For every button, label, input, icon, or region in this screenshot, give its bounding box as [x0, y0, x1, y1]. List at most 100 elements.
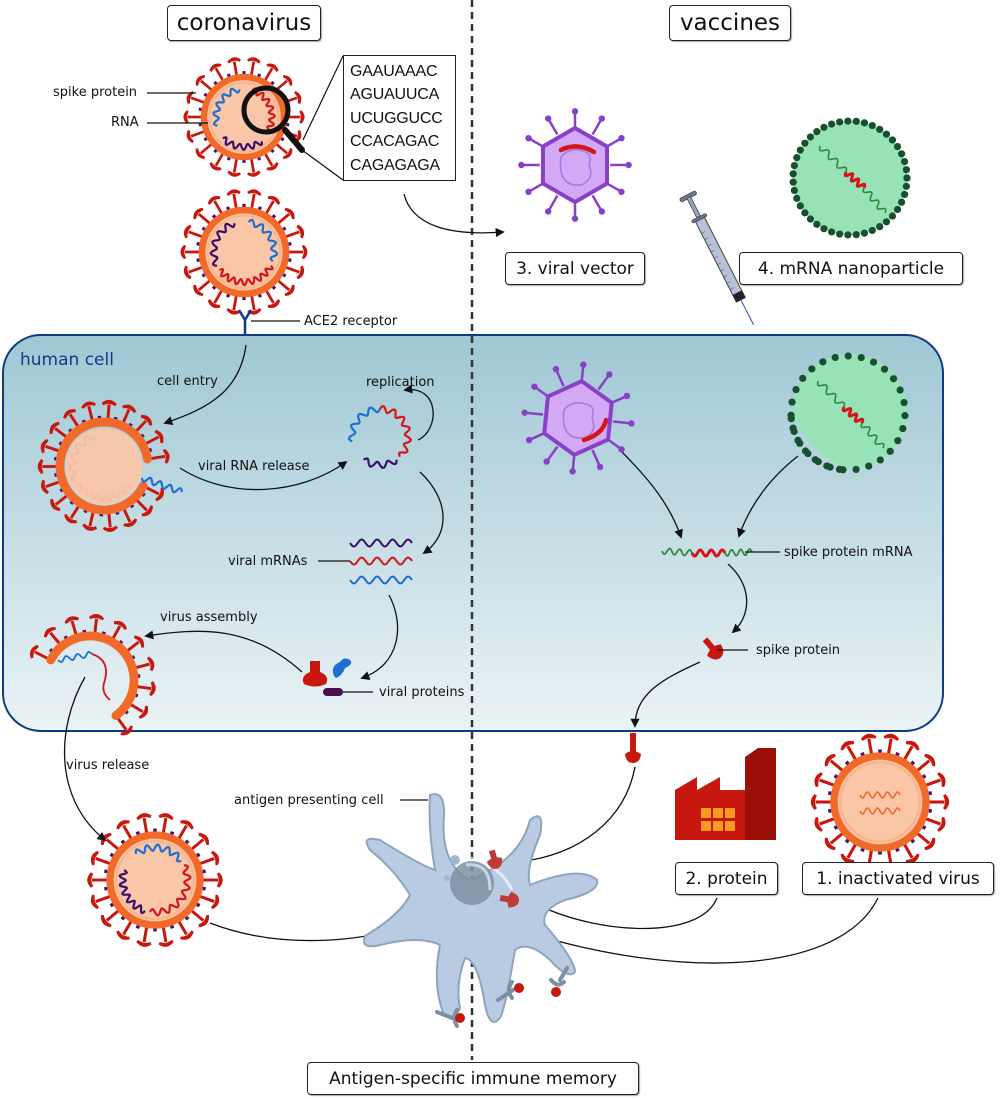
arrow-to-proteins [360, 594, 399, 680]
lipid-head [893, 205, 902, 214]
lipid-head [790, 162, 798, 170]
lipid-head [876, 223, 884, 231]
arrow-virus-release [63, 676, 107, 842]
lipid-head [903, 174, 911, 182]
lipid-head [888, 136, 897, 144]
lipid-head [806, 133, 815, 141]
spike-protein-exiting-icon [625, 733, 641, 763]
capsid [540, 126, 610, 204]
rna-sequence-line: UCUGGUCC [350, 109, 443, 127]
lipid-head [900, 157, 909, 166]
vaccines-header-text: vaccines [679, 10, 781, 36]
lipid-head [820, 123, 828, 131]
vaccine-viral-vector-box: 3. viral vector [505, 252, 645, 285]
lipid-head [793, 154, 801, 162]
lipid-head [826, 463, 834, 471]
spike-glyph [244, 293, 263, 316]
cell-entry-label: cell entry [157, 374, 218, 389]
arrow-spike-out [630, 661, 701, 728]
antigen-presenting-cell-label: antigen presenting cell [234, 793, 384, 808]
lipid-head [804, 449, 812, 458]
lipid-head [827, 228, 836, 236]
spike-glyph [226, 156, 244, 178]
spike-gene [581, 417, 609, 443]
lipid-head [787, 415, 795, 423]
spike-glyph [859, 732, 880, 757]
lipid-head [796, 439, 804, 447]
immune-memory-box: Antigen-specific immune memory [307, 1062, 639, 1095]
lipid-head [799, 374, 807, 382]
spike-glyph [810, 793, 833, 811]
lipid-head [898, 150, 906, 158]
lipid-core [793, 121, 907, 235]
vaccine-protein-text: 2. protein [685, 868, 768, 889]
lipid-head [876, 125, 884, 133]
lipid-head [813, 128, 821, 136]
lipid-head [901, 412, 909, 420]
vaccine-mrna-nanoparticle-box: 4. mRNA nanoparticle [739, 252, 963, 285]
ace2-receptor-label: ACE2 receptor [304, 314, 398, 329]
spike-gene [558, 144, 597, 155]
lipid-head [790, 186, 798, 194]
immune-memory-text: Antigen-specific immune memory [329, 1068, 617, 1089]
lipid-head [788, 398, 796, 406]
spike-glyph [244, 156, 262, 178]
viral-proteins-icon [302, 658, 352, 696]
lipid-head [808, 365, 816, 373]
inactivated-virus-icon [810, 732, 950, 872]
lipid-head [836, 118, 844, 126]
arrow-nano-to-mrna [737, 455, 799, 538]
arrow-seq-to-vector [403, 193, 505, 238]
arrow-cell-entry [163, 344, 247, 426]
lipid-head [844, 352, 852, 360]
coronavirus-assembling-icon [27, 613, 157, 738]
arrow-mrna-to-spike [727, 563, 748, 634]
assembly-rna [57, 651, 93, 663]
spike-protein-mrna-label: spike protein mRNA [784, 545, 913, 560]
lipid-head [796, 202, 804, 210]
arrow-vector-to-mrna [619, 449, 683, 539]
lipid-head [852, 117, 860, 125]
replication-label: replication [366, 375, 435, 390]
viral-mrnas-label: viral mRNAs [228, 554, 308, 569]
spike-glyph [155, 811, 175, 836]
lipid-head [857, 353, 865, 362]
lipid-head [819, 358, 827, 366]
lipid-head [813, 220, 821, 228]
spike-glyph [244, 56, 262, 78]
arrow-virus-assembly [144, 630, 303, 673]
lipid-head [869, 358, 878, 366]
viral-vector-entering-icon [521, 361, 635, 475]
spike-glyph [155, 924, 175, 949]
lipid-head [790, 427, 798, 436]
virus-release-label: virus release [66, 758, 150, 773]
magnifier-icon [241, 85, 305, 153]
lipid-head [886, 447, 894, 455]
coronavirus-header: coronavirus [167, 5, 321, 41]
core-fill [66, 428, 142, 504]
zoom-line-bottom [301, 149, 344, 181]
rna-sequence-box: GAAUAAAC AGUAUUCA UCUGGUCC CCACAGAC CAGA… [343, 55, 456, 181]
lipid-head [801, 139, 809, 147]
lipid-head [796, 146, 804, 154]
lipid-head [888, 212, 897, 220]
lipid-head [789, 178, 797, 186]
lipid-head [844, 231, 852, 239]
arrow-inactivated-to-apc [524, 897, 879, 964]
spike-glyph [87, 871, 109, 889]
lipid-head [893, 142, 902, 151]
mrna-strand [349, 575, 413, 585]
lipid-head [868, 121, 876, 130]
spike-glyph [287, 244, 308, 260]
lipid-head [806, 215, 815, 223]
spike-glyph [180, 244, 201, 260]
vaccine-protein-box: 2. protein [675, 862, 778, 895]
spike-glyph [927, 793, 950, 811]
coronavirus-attaching-icon [180, 188, 308, 316]
lipid-head [868, 226, 876, 235]
rna-sequence-line: AGUAUUCA [350, 86, 440, 104]
rna-sequence-line: CAGAGAGA [350, 156, 440, 174]
spike-protein-right-label: spike protein [756, 643, 841, 658]
lipid-head [882, 218, 891, 226]
